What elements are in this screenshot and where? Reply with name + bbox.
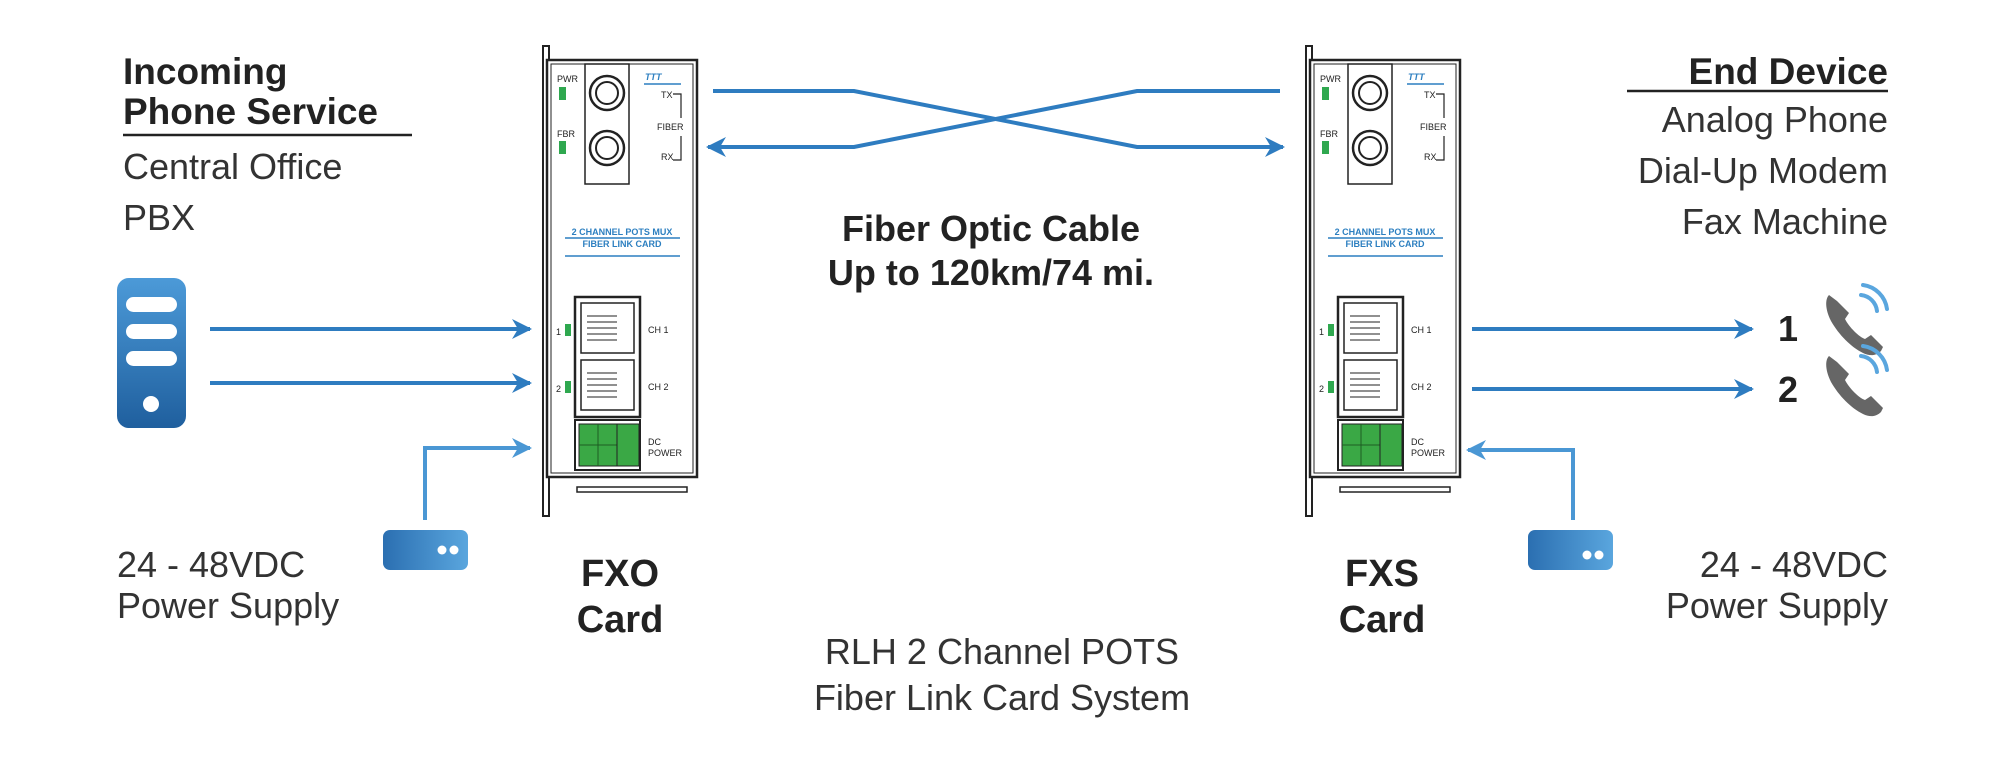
fxs-ch2-label: CH 2 (1411, 382, 1432, 392)
fxo-fiber-label: FIBER (657, 122, 684, 132)
fxs-card-device: TTT PWR FBR TX FIBER RX 2 CHANNEL POTS M… (1304, 44, 1462, 518)
fxo-ch1-label: CH 1 (648, 325, 669, 335)
right-heading: End Device (1689, 51, 1888, 92)
caption-line2: Fiber Link Card System (814, 677, 1190, 718)
fxo-tx-label: TX (661, 90, 673, 100)
fxs-ch1-label: CH 1 (1411, 325, 1432, 335)
fxo-label-line2: Card (577, 599, 664, 641)
fxo-fbr-label: FBR (557, 129, 576, 139)
fxo-title-line1: 2 CHANNEL POTS MUX (572, 227, 673, 237)
left-heading-line2: Phone Service (123, 91, 378, 132)
fxo-title-line2: FIBER LINK CARD (583, 239, 662, 249)
fxs-fiber-label: FIBER (1420, 122, 1447, 132)
fxo-logo: TTT (645, 72, 663, 82)
fxo-label-line1: FXO (581, 553, 659, 595)
fxs-title-line2: FIBER LINK CARD (1346, 239, 1425, 249)
fxs-power-line (1466, 440, 1575, 520)
fxo-ch2-label: CH 2 (648, 382, 669, 392)
left-power-line1: 24 - 48VDC (117, 544, 305, 585)
left-heading-line1: Incoming (123, 51, 287, 92)
right-power-line1: 24 - 48VDC (1700, 544, 1888, 585)
fxo-card-device: TTT PWR FBR TX FIBER RX 2 CHANNEL POTS M… (541, 44, 699, 518)
fxo-dc-label: DC (648, 437, 661, 447)
fxo-power-line (423, 438, 532, 520)
fxs-logo: TTT (1408, 72, 1426, 82)
power-supply-icon (383, 530, 468, 570)
fxs-tx-label: TX (1424, 90, 1436, 100)
caption-line1: RLH 2 Channel POTS (825, 631, 1179, 672)
fxo-port1-label: 1 (556, 327, 561, 337)
fxo-rx-label: RX (661, 152, 674, 162)
phone-number-2: 2 (1778, 369, 1798, 410)
server-icon (117, 278, 186, 428)
phone-number-1: 1 (1778, 308, 1798, 349)
fxs-dc-label: DC (1411, 437, 1424, 447)
fxs-pwr-label: PWR (1320, 74, 1341, 84)
fxs-label-line1: FXS (1345, 553, 1419, 595)
left-item-pbx: PBX (123, 197, 195, 238)
right-item-fax-machine: Fax Machine (1682, 201, 1888, 242)
fxs-power-label: POWER (1411, 448, 1446, 458)
phone-icon (1826, 344, 1889, 417)
phone-icon (1826, 283, 1889, 356)
fxs-label-line2: Card (1339, 599, 1426, 641)
fxo-pwr-label: PWR (557, 74, 578, 84)
power-supply-icon (1528, 530, 1613, 570)
fxs-port1-label: 1 (1319, 327, 1324, 337)
fxs-fbr-label: FBR (1320, 129, 1339, 139)
fiber-line-rx (706, 89, 1280, 157)
fiber-label-line2: Up to 120km/74 mi. (828, 252, 1154, 293)
right-item-analog-phone: Analog Phone (1662, 99, 1888, 140)
fxs-port2-label: 2 (1319, 384, 1324, 394)
fiber-label-line1: Fiber Optic Cable (842, 208, 1140, 249)
fxo-port2-label: 2 (556, 384, 561, 394)
left-item-central-office: Central Office (123, 146, 342, 187)
fxo-power-label: POWER (648, 448, 683, 458)
left-power-line2: Power Supply (117, 585, 339, 626)
fxs-rx-label: RX (1424, 152, 1437, 162)
right-power-line2: Power Supply (1666, 585, 1888, 626)
right-item-dialup-modem: Dial-Up Modem (1638, 150, 1888, 191)
fxs-title-line1: 2 CHANNEL POTS MUX (1335, 227, 1436, 237)
